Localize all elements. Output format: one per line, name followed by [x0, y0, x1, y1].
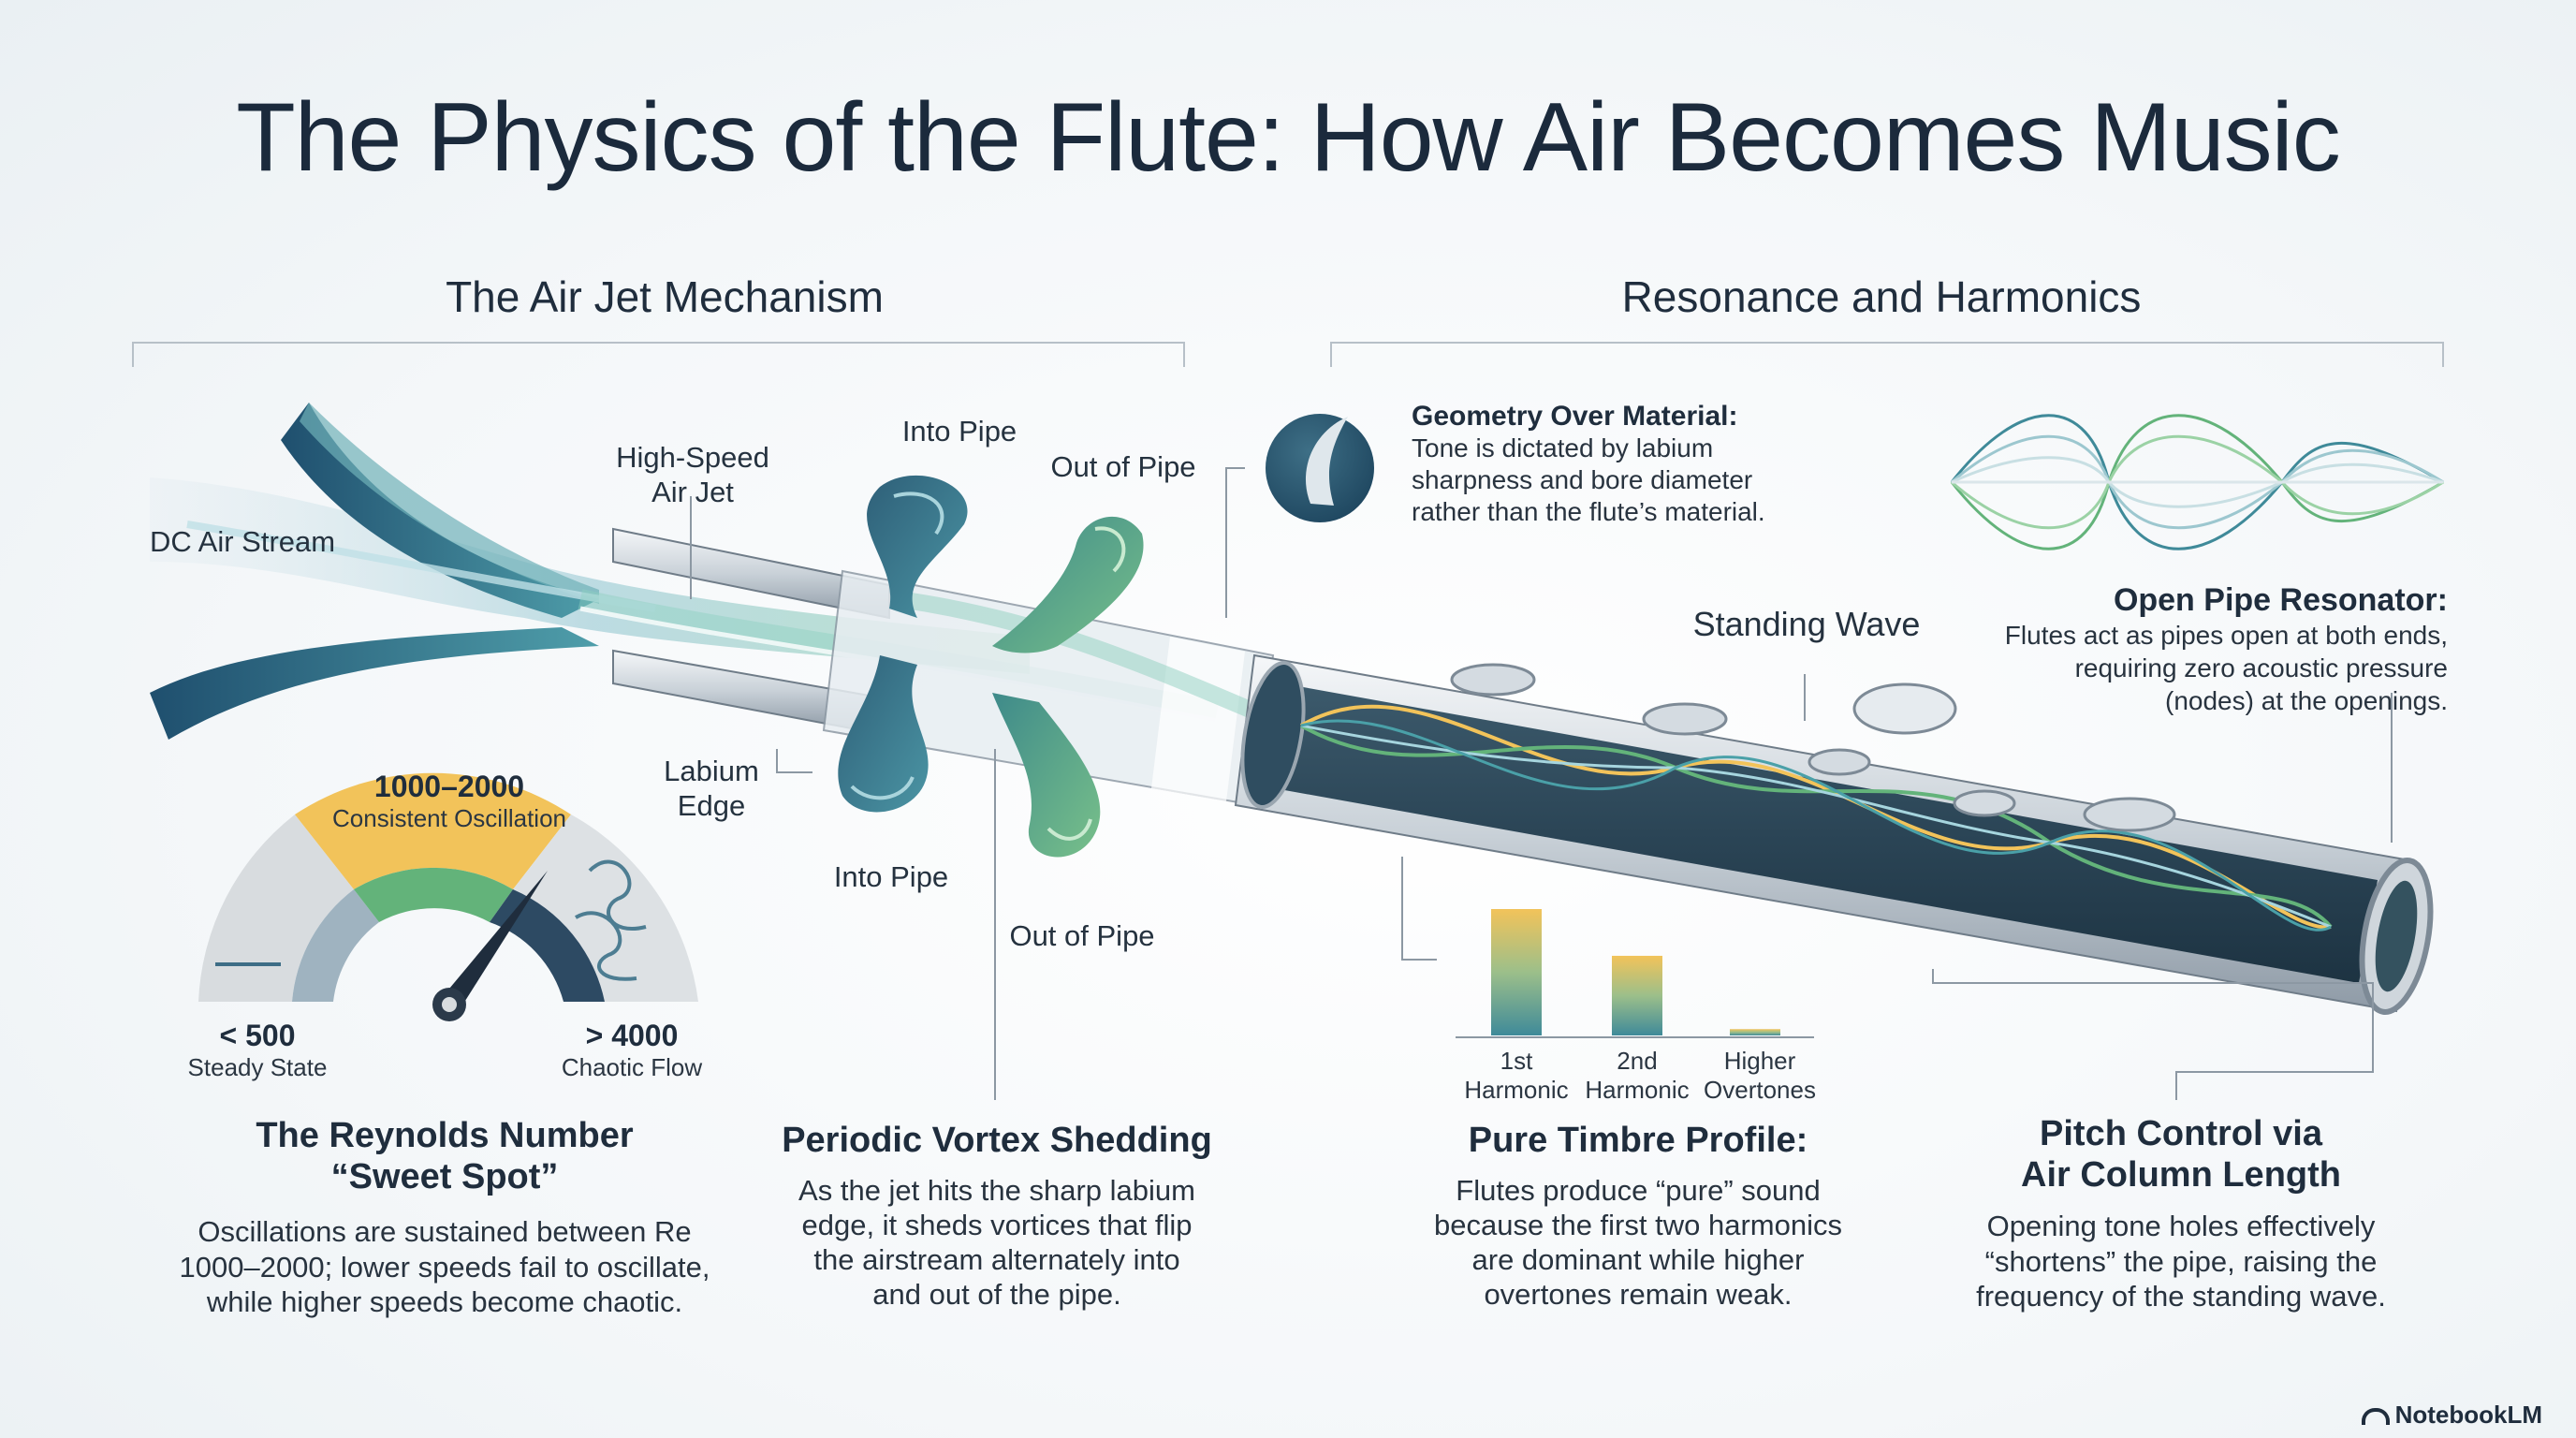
bar-label-2nd-harmonic: 2nd Harmonic	[1585, 1047, 1690, 1104]
gauge-high-label: > 4000 Chaotic Flow	[561, 1019, 703, 1081]
right-section-bracket	[1330, 342, 2444, 367]
flute-head-section	[822, 569, 1275, 807]
label-out-of-pipe-top: Out of Pipe	[1050, 450, 1196, 483]
bar-1st-harmonic	[1491, 909, 1542, 1035]
left-section-bracket	[132, 342, 1185, 367]
vortex-into-pipe-bottom	[838, 655, 929, 813]
label-high-speed-air-jet: High-Speed Air Jet	[616, 441, 769, 509]
bar-label-1st-harmonic: 1st Harmonic	[1464, 1047, 1569, 1104]
vortex-block: Periodic Vortex Shedding As the jet hits…	[782, 1121, 1212, 1312]
page-title: The Physics of the Flute: How Air Become…	[236, 83, 2341, 192]
pitch-block: Pitch Control via Air Column Length Open…	[1976, 1114, 2386, 1313]
geometry-icon	[1266, 414, 1374, 522]
vortex-out-of-pipe-top	[992, 516, 1144, 653]
harmonics-chart	[1456, 909, 1814, 1038]
leader-lines	[690, 467, 2393, 1100]
label-into-pipe-bottom: Into Pipe	[833, 860, 949, 893]
label-labium-edge: Labium Edge	[664, 755, 759, 823]
bar-label-higher-overtones: Higher Overtones	[1704, 1047, 1816, 1104]
flute-body	[1234, 653, 2434, 1015]
harmonic-wave-icon	[1950, 414, 2444, 550]
gauge-sweet-spot-label: 1000–2000 Consistent Oscillation	[332, 770, 566, 832]
geometry-block: Geometry Over Material: Tone is dictated…	[1412, 401, 1765, 527]
bar-2nd-harmonic	[1612, 955, 1662, 1035]
bar-higher-overtones	[1730, 1029, 1780, 1035]
open-pipe-block: Open Pipe Resonator: Flutes act as pipes…	[2004, 582, 2448, 715]
tone-hole-keys	[1450, 663, 2176, 832]
notebooklm-logo-icon	[2361, 1408, 2390, 1426]
standing-wave-lines	[1300, 704, 2333, 932]
vortex-into-pipe-top	[867, 475, 968, 618]
reynolds-gauge	[198, 772, 698, 1021]
section-title-air-jet: The Air Jet Mechanism	[446, 272, 884, 321]
section-title-resonance: Resonance and Harmonics	[1621, 272, 2142, 321]
gauge-low-label: < 500 Steady State	[187, 1019, 328, 1081]
label-into-pipe-top: Into Pipe	[901, 415, 1017, 448]
vortex-out-of-pipe-bottom	[992, 693, 1101, 858]
label-out-of-pipe-bottom: Out of Pipe	[1009, 919, 1155, 952]
reynolds-block: The Reynolds Number “Sweet Spot” Oscilla…	[179, 1116, 710, 1318]
label-dc-air-stream: DC Air Stream	[150, 525, 336, 558]
timbre-block: Pure Timbre Profile: Flutes produce “pur…	[1434, 1121, 1842, 1312]
brand-watermark: NotebookLM	[2361, 1401, 2542, 1430]
label-standing-wave: Standing Wave	[1692, 605, 1921, 643]
